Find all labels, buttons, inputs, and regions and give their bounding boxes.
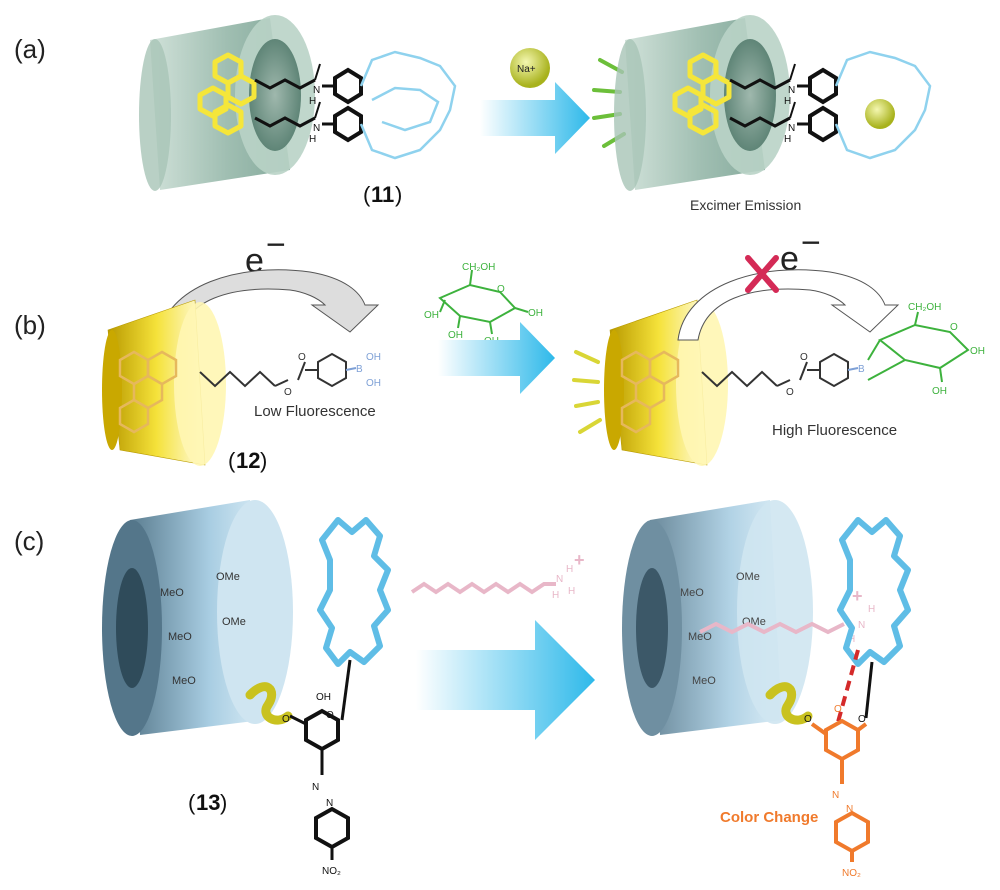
compound-12-close: ) bbox=[260, 448, 267, 473]
bound-glucose-ring-o: O bbox=[950, 322, 958, 333]
ester-o-right: O bbox=[786, 387, 794, 398]
reaction-arrow-c bbox=[416, 620, 595, 740]
compound-13-open: ( bbox=[188, 790, 196, 815]
low-fluorescence-caption: Low Fluorescence bbox=[254, 403, 376, 420]
bound-ammonium-plus: + bbox=[852, 586, 863, 606]
compound-11-close: ) bbox=[395, 182, 402, 207]
meo-right-1: MeO bbox=[680, 587, 704, 599]
bound-ammonium-n: N bbox=[858, 620, 865, 631]
crown-ether-right-c bbox=[840, 520, 908, 664]
ome-left-2: OMe bbox=[222, 616, 246, 628]
azophenolate-orange bbox=[812, 721, 868, 862]
nitro-left: NO₂ bbox=[322, 866, 341, 877]
glucose-ch2oh: CH₂OH bbox=[462, 262, 495, 273]
nitro-right: NO₂ bbox=[842, 868, 861, 879]
bound-glucose-oh-2: OH bbox=[932, 386, 947, 397]
permethylated-cd-right bbox=[622, 500, 813, 736]
sodium-ion-bound bbox=[865, 99, 895, 129]
panel-c-label: (c) bbox=[14, 526, 44, 556]
boronic-oh-bottom: OH bbox=[366, 378, 381, 389]
carbonyl-o-right: O bbox=[800, 352, 808, 363]
meo-right-2: MeO bbox=[688, 631, 712, 643]
nitrophenyl-ring-left bbox=[316, 809, 348, 847]
amide-n-lower-right: N bbox=[788, 123, 795, 134]
amide-h-upper: H bbox=[309, 96, 316, 107]
panel-c: (c) OMe OMe MeO MeO MeO O OH O N N bbox=[14, 500, 908, 879]
glucose-structure bbox=[440, 270, 528, 334]
crown-ether-left-c bbox=[320, 520, 388, 664]
amide-n-upper-right: N bbox=[788, 85, 795, 96]
phenolate-o: O bbox=[834, 704, 842, 715]
bound-glucose-ch2oh: CH₂OH bbox=[908, 302, 941, 313]
compound-11-number: 11 bbox=[371, 182, 394, 207]
sodium-ion-label: Na+ bbox=[517, 64, 536, 75]
crown-ether-left bbox=[361, 52, 455, 158]
meo-left-3: MeO bbox=[172, 675, 196, 687]
ammonium-n: N bbox=[556, 574, 563, 585]
permethylated-cd-left bbox=[102, 500, 293, 736]
boron-right: B bbox=[858, 364, 865, 375]
amide-h-upper-right: H bbox=[784, 96, 791, 107]
ether-o-left-c: O bbox=[282, 714, 290, 725]
compound-11-open: ( bbox=[363, 182, 371, 207]
high-fluorescence-caption: High Fluorescence bbox=[772, 422, 897, 439]
ammonium-plus: + bbox=[574, 550, 585, 570]
ome-left-1: OMe bbox=[216, 571, 240, 583]
panel-b-label: (b) bbox=[14, 310, 46, 340]
meo-left-2: MeO bbox=[168, 631, 192, 643]
amide-n-lower: N bbox=[313, 123, 320, 134]
phenol-oh-left: OH bbox=[316, 692, 331, 703]
meo-right-3: MeO bbox=[692, 675, 716, 687]
panel-a-label: (a) bbox=[14, 34, 46, 64]
meo-left-1: MeO bbox=[160, 587, 184, 599]
phenyl-ring-right-b bbox=[820, 354, 848, 386]
carbonyl-o-left: O bbox=[298, 352, 306, 363]
electron-charge-right: − bbox=[801, 224, 821, 262]
reaction-arrow-a bbox=[480, 82, 590, 154]
bound-ammonium-h-1: H bbox=[868, 604, 875, 615]
glucose-oh-2: OH bbox=[448, 330, 463, 341]
phenyl-ring-left-b bbox=[318, 354, 346, 386]
boron-left: B bbox=[356, 364, 363, 375]
ester-o-left: O bbox=[284, 387, 292, 398]
compound-12-open: ( bbox=[228, 448, 236, 473]
boronic-oh-top: OH bbox=[366, 352, 381, 363]
glucose-oh-1: OH bbox=[424, 310, 439, 321]
ammonium-h-2: H bbox=[568, 586, 575, 597]
aryl-ring-upper-left bbox=[335, 70, 361, 102]
ammonium-h-1: H bbox=[566, 564, 573, 575]
amide-n-upper: N bbox=[313, 85, 320, 96]
excimer-emission-caption: Excimer Emission bbox=[690, 197, 801, 213]
ether-o-left-c2: O bbox=[804, 714, 812, 725]
alkylammonium-chain bbox=[412, 584, 556, 592]
aryl-ring-lower-left bbox=[335, 108, 361, 140]
amide-h-lower: H bbox=[309, 134, 316, 145]
electron-charge-left: − bbox=[266, 226, 286, 264]
panel-a: (a) N N H H ( bbox=[14, 15, 930, 213]
panel-b: (b) e − O O B OH OH Low Fluorescence ( 1… bbox=[14, 224, 985, 473]
amide-h-lower-right: H bbox=[784, 134, 791, 145]
azo-n-left-1: N bbox=[312, 782, 319, 793]
emission-rays-b bbox=[574, 352, 600, 432]
phenol-ring-left bbox=[306, 711, 338, 749]
bound-glucose-oh-1: OH bbox=[970, 346, 985, 357]
color-change-caption: Color Change bbox=[720, 809, 818, 826]
ammonium-h-3: H bbox=[552, 590, 559, 601]
glucose-oh-4: OH bbox=[528, 308, 543, 319]
azo-n-right-2: N bbox=[846, 804, 853, 815]
compound-13-close: ) bbox=[220, 790, 227, 815]
compound-13-number: 13 bbox=[196, 790, 220, 815]
ome-right-1: OMe bbox=[736, 571, 760, 583]
compound-12-number: 12 bbox=[236, 448, 260, 473]
azo-n-right-1: N bbox=[832, 790, 839, 801]
glucose-ring-o: O bbox=[497, 284, 505, 295]
